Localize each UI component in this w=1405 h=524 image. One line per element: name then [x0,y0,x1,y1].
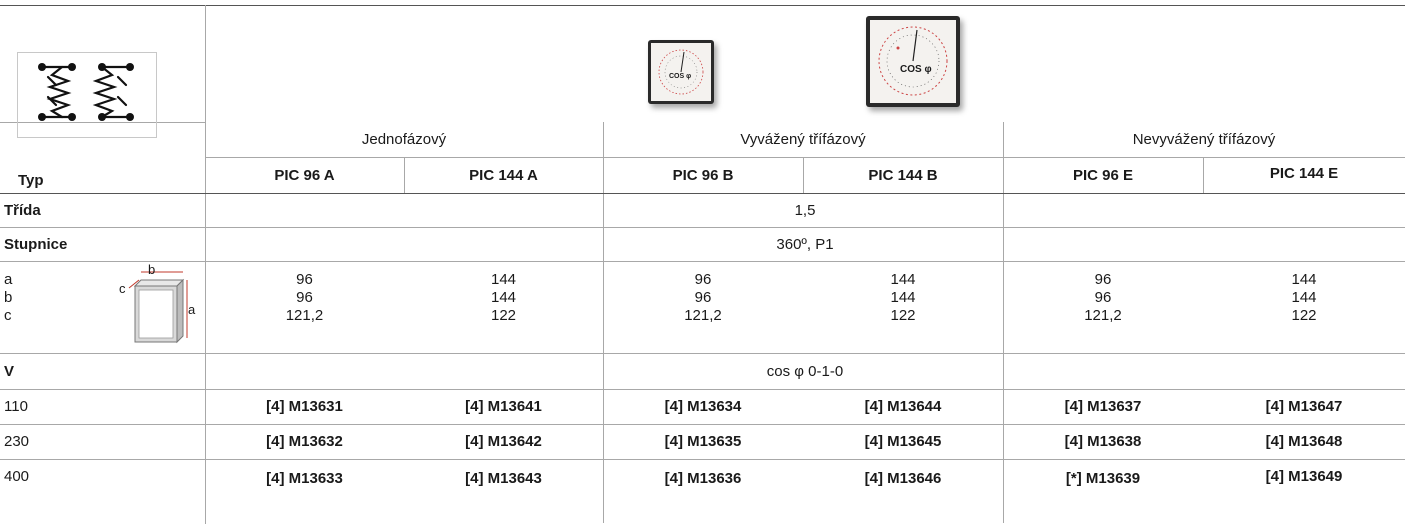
class-value: 1,5 [794,201,816,219]
type-label: Typ [18,171,44,189]
rule-under-voltage [0,389,1405,390]
group-single-phase: Jednofázový [361,131,447,148]
divider-model-5 [1203,157,1204,193]
scale-value: 360º, P1 [776,235,834,253]
model-pic144a: PIC 144 A [469,166,538,184]
code-110-pic144b: [4] M13644 [864,398,942,415]
code-110-pic96a: [4] M13631 [266,398,343,415]
divider-model-1 [404,157,405,193]
dimension-cube-icon: b c a [115,262,196,346]
code-400-pic96e: [*] M13639 [1065,470,1141,487]
voltage-label: V [4,362,15,380]
code-400-pic144b: [4] M13646 [864,470,942,487]
rule-under-scale [0,261,1405,262]
class-label: Třída [4,201,41,219]
model-pic144b: PIC 144 B [868,166,938,184]
three-phase-symbol-icon [17,52,157,138]
rule-under-230 [0,459,1405,460]
dimension-labels: a b c [4,271,12,325]
dim-label-a: a [4,271,13,288]
meter-96-label: COS φ [669,73,692,80]
code-110-pic96b: [4] M13634 [664,398,742,415]
code-230-pic96e: [4] M13638 [1064,433,1142,450]
code-400-pic96a: [4] M13633 [266,470,343,487]
code-230-pic96a: [4] M13632 [266,433,343,450]
code-230-pic144a: [4] M13642 [465,433,542,450]
voltage-function: cos φ 0-1-0 [766,362,844,380]
rule-under-110 [0,424,1405,425]
code-400-pic144a: [4] M13643 [465,470,542,487]
dim-diagram-a: a [188,302,196,317]
model-pic96a: PIC 96 A [274,166,335,184]
voltage-400: 400 [4,468,30,485]
code-110-pic144a: [4] M13641 [465,398,542,415]
meter-144-image: COS φ [866,16,960,107]
dim-label-b: b [4,289,13,306]
scale-label: Stupnice [4,235,68,253]
model-pic96b: PIC 96 B [672,166,734,184]
dim-label-c: c [4,307,12,324]
code-400-pic96b: [4] M13636 [664,470,742,487]
rule-under-types [0,193,1405,194]
voltage-230: 230 [4,433,30,450]
divider-group-2 [1003,122,1004,523]
rule-under-image [0,122,205,123]
group-unbalanced-three-phase: Nevyvážený třífázový [1132,131,1276,148]
divider-group-1 [603,122,604,523]
voltage-110: 110 [4,398,28,415]
divider-label-col [205,5,206,524]
code-110-pic144e: [4] M13647 [1265,398,1343,415]
model-pic96e: PIC 96 E [1072,166,1134,184]
code-230-pic144b: [4] M13645 [864,433,942,450]
meter-96-image: COS φ [648,40,714,104]
model-pic144e: PIC 144 E [1269,164,1339,182]
code-400-pic144e: [4] M13649 [1265,468,1343,485]
top-rule [0,5,1405,6]
group-balanced-three-phase: Vyvážený třífázový [740,131,866,148]
rule-under-dims [0,353,1405,354]
meter-144-label: COS φ [900,64,932,75]
dim-diagram-c: c [119,281,126,296]
divider-model-3 [803,157,804,193]
code-110-pic96e: [4] M13637 [1064,398,1142,415]
rule-under-class [0,227,1405,228]
dim-diagram-b: b [148,262,156,277]
rule-under-groups [205,157,1405,158]
code-230-pic144e: [4] M13648 [1265,433,1343,450]
code-230-pic96b: [4] M13635 [664,433,742,450]
